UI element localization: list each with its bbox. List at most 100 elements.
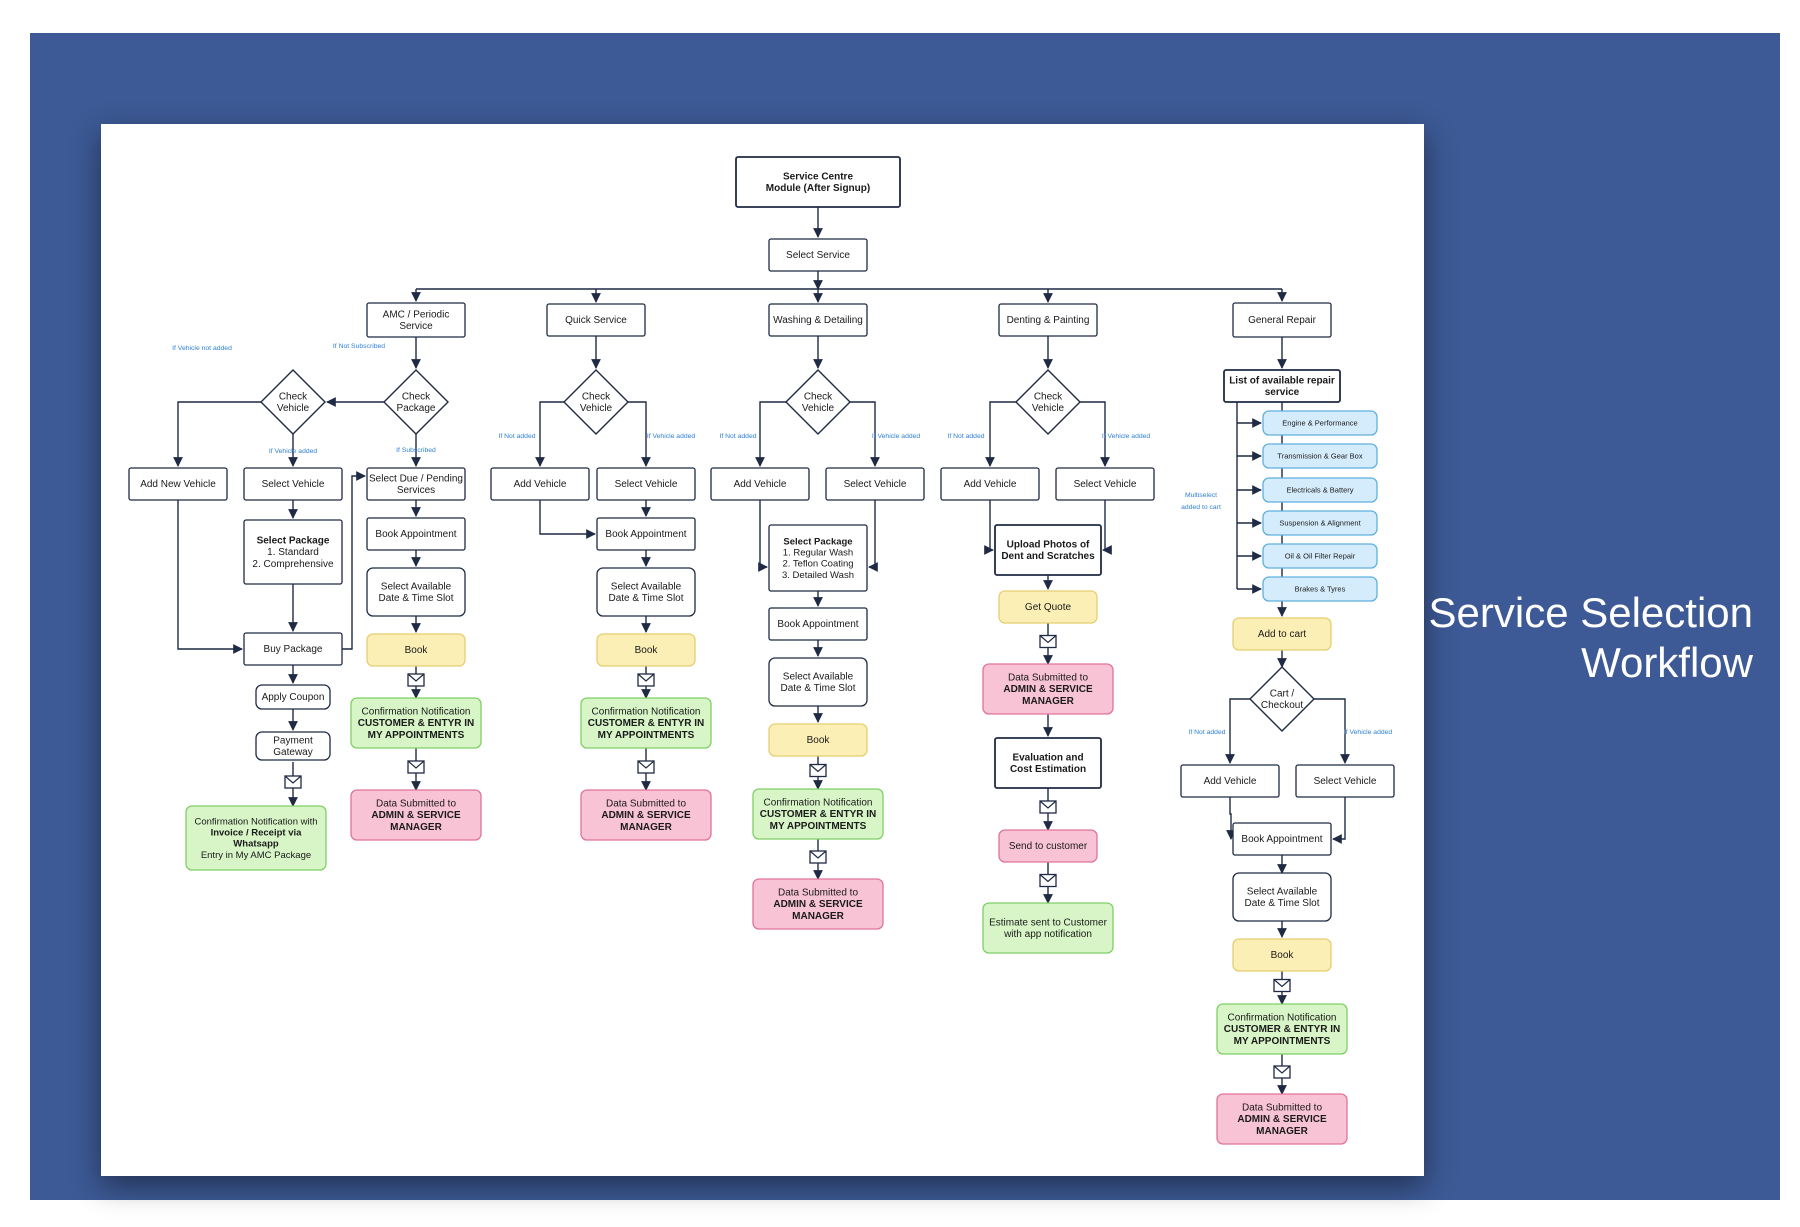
node-label: Add to cart (1258, 629, 1307, 640)
node-label: Check (1034, 391, 1063, 402)
node-gen-add-cart: Add to cart (1232, 617, 1332, 651)
node-label: Checkout (1261, 700, 1303, 711)
node-label: Apply Coupon (262, 692, 325, 703)
node-label: MANAGER (792, 911, 844, 922)
node-gen-brakes: Brakes & Tyres (1262, 576, 1378, 602)
node-label: MANAGER (1022, 696, 1074, 707)
node-label: ADMIN & SERVICE (1237, 1114, 1327, 1125)
node-label: ADMIN & SERVICE (601, 810, 691, 821)
node-label: with app notification (1003, 929, 1092, 940)
node-dent-add-vehicle: Add Vehicle (940, 467, 1040, 501)
envelope-icon (407, 760, 425, 774)
node-label: Package (397, 403, 436, 414)
node-general: General Repair (1232, 302, 1332, 338)
node-label: Brakes & Tyres (1295, 585, 1346, 594)
node-amc-book-appointment: Book Appointment (366, 517, 466, 551)
node-label: 3. Detailed Wash (782, 570, 854, 581)
node-label: Check (402, 391, 431, 402)
edge-label: If Not Subscribed (333, 343, 385, 350)
envelope-icon (809, 850, 827, 864)
node-label: Date & Time Slot (378, 593, 453, 604)
node-label: CUSTOMER & ENTYR IN (588, 718, 705, 729)
page-title-line-1: Service Selection (1428, 589, 1754, 636)
node-washing: Washing & Detailing (768, 303, 868, 337)
node-amc-select-vehicle: Select Vehicle (243, 467, 343, 501)
node-label: General Repair (1248, 315, 1316, 326)
node-quick-book-appointment: Book Appointment (596, 517, 696, 551)
node-label: Whatsapp (233, 839, 279, 850)
envelope-icon (1273, 1065, 1291, 1079)
node-label: Select Package (257, 536, 330, 547)
node-label: Add Vehicle (964, 479, 1017, 490)
edge-label: If Not added (1188, 729, 1225, 736)
node-label: List of available repair (1229, 375, 1335, 386)
flow-arrow (1314, 698, 1350, 764)
node-label: Entry in My AMC Package (201, 850, 311, 861)
flow-arrow (1226, 797, 1236, 840)
flow-edges (173, 207, 1350, 1095)
node-gen-book: Book (1232, 938, 1332, 972)
node-label: Data Submitted to (606, 799, 686, 810)
node-label: Select Available (783, 671, 854, 682)
node-label: MY APPOINTMENTS (598, 730, 695, 741)
node-label: Service (399, 321, 433, 332)
node-label: Cost Estimation (1010, 764, 1086, 775)
node-amc-add-new-vehicle: Add New Vehicle (128, 467, 228, 501)
envelope-icon (407, 673, 425, 687)
node-wash-book: Book (768, 723, 868, 757)
node-label: Select Vehicle (1314, 776, 1377, 787)
edge-label: If Vehicle added (1102, 433, 1151, 440)
node-dent-get-quote: Get Quote (998, 590, 1098, 624)
envelope-icon (809, 763, 827, 778)
node-label: MANAGER (390, 822, 442, 833)
node-label: MY APPOINTMENTS (368, 730, 465, 741)
node-gen-electricals: Electricals & Battery (1262, 477, 1378, 503)
edge-label: If Not added (719, 433, 756, 440)
node-label: MY APPOINTMENTS (770, 821, 867, 832)
node-label: Add Vehicle (734, 479, 787, 490)
node-gen-transmission: Transmission & Gear Box (1262, 443, 1378, 469)
node-gen-add-vehicle: Add Vehicle (1180, 764, 1280, 798)
node-label: Confirmation Notification (592, 707, 701, 718)
node-label: AMC / Periodic (383, 309, 450, 320)
edge-label: If Subscribed (396, 447, 436, 454)
node-label: MANAGER (620, 822, 672, 833)
flow-arrow (1225, 698, 1250, 764)
node-label: Select Package (783, 536, 852, 547)
node-select-service: Select Service (768, 238, 868, 272)
edge-label: Multiselect (1185, 492, 1217, 499)
node-gen-select-vehicle: Select Vehicle (1295, 764, 1395, 798)
node-label: Select Available (611, 581, 682, 592)
node-label: Washing & Detailing (773, 315, 863, 326)
node-label: Confirmation Notification (1228, 1013, 1337, 1024)
envelope-icon (1039, 634, 1057, 649)
node-label: Book Appointment (605, 529, 686, 540)
node-label: Select Available (381, 581, 452, 592)
node-label: Module (After Signup) (766, 183, 870, 194)
edge-label: If Vehicle added (1344, 729, 1393, 736)
flow-arrow (755, 401, 786, 467)
node-label: Date & Time Slot (1244, 898, 1319, 909)
flow-arrow (985, 401, 1016, 467)
node-label: Quick Service (565, 315, 627, 326)
envelope-icon (1273, 978, 1291, 993)
node-quick-select-vehicle: Select Vehicle (596, 467, 696, 501)
flow-arrow (850, 401, 880, 467)
flow-arrow (1102, 500, 1112, 555)
node-label: Upload Photos of (1007, 539, 1090, 550)
